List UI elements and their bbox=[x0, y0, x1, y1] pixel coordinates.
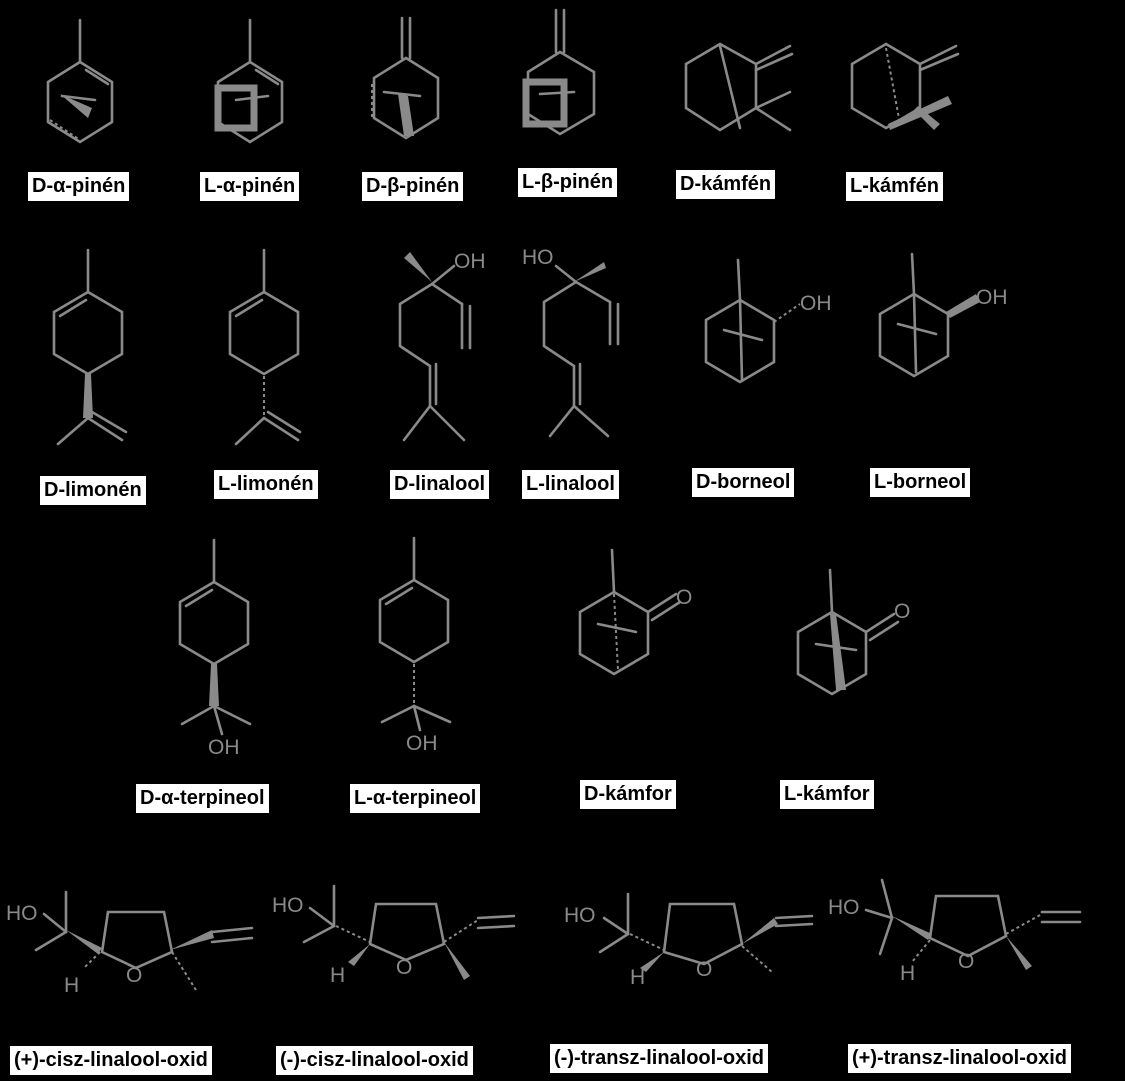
label-l-a-pinen: L-α-pinén bbox=[200, 172, 300, 201]
atom-o: O bbox=[958, 950, 974, 973]
structure-l-kamfor: O bbox=[796, 568, 910, 696]
atom-h: H bbox=[330, 964, 345, 987]
structure-l-limonen bbox=[228, 248, 302, 446]
atom-oh: OH bbox=[976, 286, 1008, 309]
atom-oh: OH bbox=[208, 736, 240, 759]
structure-p-cisz-linalool-oxid: HO H O bbox=[6, 890, 254, 997]
structure-d-borneol: OH bbox=[704, 258, 832, 384]
label-d-borneol: D-borneol bbox=[692, 468, 795, 497]
structure-d-kamfor: O bbox=[578, 548, 692, 676]
atom-h: H bbox=[64, 974, 79, 997]
structure-l-linalool: HO bbox=[522, 246, 620, 438]
label-d-kamfor: D-kámfor bbox=[580, 780, 676, 809]
label-p-cisz-linalool-oxid: (+)-cisz-linalool-oxid bbox=[10, 1046, 212, 1075]
atom-oh: OH bbox=[454, 250, 486, 273]
atom-oh: OH bbox=[406, 732, 438, 755]
atom-ho: HO bbox=[522, 246, 554, 269]
structure-d-a-terpineol: OH bbox=[178, 538, 252, 759]
label-d-b-pinen: D-β-pinén bbox=[362, 172, 464, 201]
structure-l-borneol: OH bbox=[878, 252, 1008, 378]
structure-l-a-terpineol: OH bbox=[378, 536, 452, 755]
label-d-limonen: D-limonén bbox=[40, 476, 146, 505]
atom-h: H bbox=[900, 962, 915, 985]
label-d-a-pinen: D-α-pinén bbox=[28, 172, 130, 201]
atom-ho: HO bbox=[272, 894, 304, 917]
label-m-transz-linalool-oxid: (-)-transz-linalool-oxid bbox=[550, 1044, 768, 1073]
atom-o: O bbox=[676, 586, 692, 609]
label-d-a-terpineol: D-α-terpineol bbox=[136, 784, 269, 813]
label-l-borneol: L-borneol bbox=[870, 468, 971, 497]
structure-m-transz-linalool-oxid: HO H O bbox=[564, 892, 814, 989]
label-l-limonen: L-limonén bbox=[214, 470, 318, 499]
structure-d-kamfen bbox=[684, 42, 794, 132]
label-l-b-pinen: L-β-pinén bbox=[518, 168, 618, 197]
structure-l-kamfen bbox=[850, 42, 960, 130]
structure-d-a-pinen bbox=[46, 18, 114, 144]
structure-p-transz-linalool-oxid: HO H O bbox=[828, 878, 1082, 985]
label-d-kamfen: D-kámfén bbox=[676, 170, 776, 199]
atom-o: O bbox=[696, 958, 712, 981]
structure-l-a-pinen bbox=[214, 18, 284, 144]
atom-ho: HO bbox=[564, 904, 596, 927]
atom-ho: HO bbox=[6, 902, 38, 925]
structure-d-limonen bbox=[52, 248, 128, 446]
label-l-a-terpineol: L-α-terpineol bbox=[350, 784, 481, 813]
structure-d-b-pinen bbox=[371, 16, 440, 140]
atom-oh: OH bbox=[800, 292, 832, 315]
label-d-linalool: D-linalool bbox=[390, 470, 490, 499]
structure-l-b-pinen bbox=[522, 8, 596, 136]
label-l-kamfen: L-kámfén bbox=[846, 172, 943, 201]
atom-h: H bbox=[630, 966, 645, 989]
atom-o: O bbox=[894, 600, 910, 623]
structure-m-cisz-linalool-oxid: HO H O bbox=[272, 884, 516, 987]
atom-o: O bbox=[126, 964, 142, 987]
structure-d-linalool: OH bbox=[398, 250, 486, 442]
atom-o: O bbox=[396, 956, 412, 979]
label-l-linalool: L-linalool bbox=[522, 470, 619, 499]
label-p-transz-linalool-oxid: (+)-transz-linalool-oxid bbox=[848, 1044, 1071, 1073]
label-l-kamfor: L-kámfor bbox=[780, 780, 874, 809]
label-m-cisz-linalool-oxid: (-)-cisz-linalool-oxid bbox=[276, 1046, 473, 1075]
atom-ho: HO bbox=[828, 896, 860, 919]
